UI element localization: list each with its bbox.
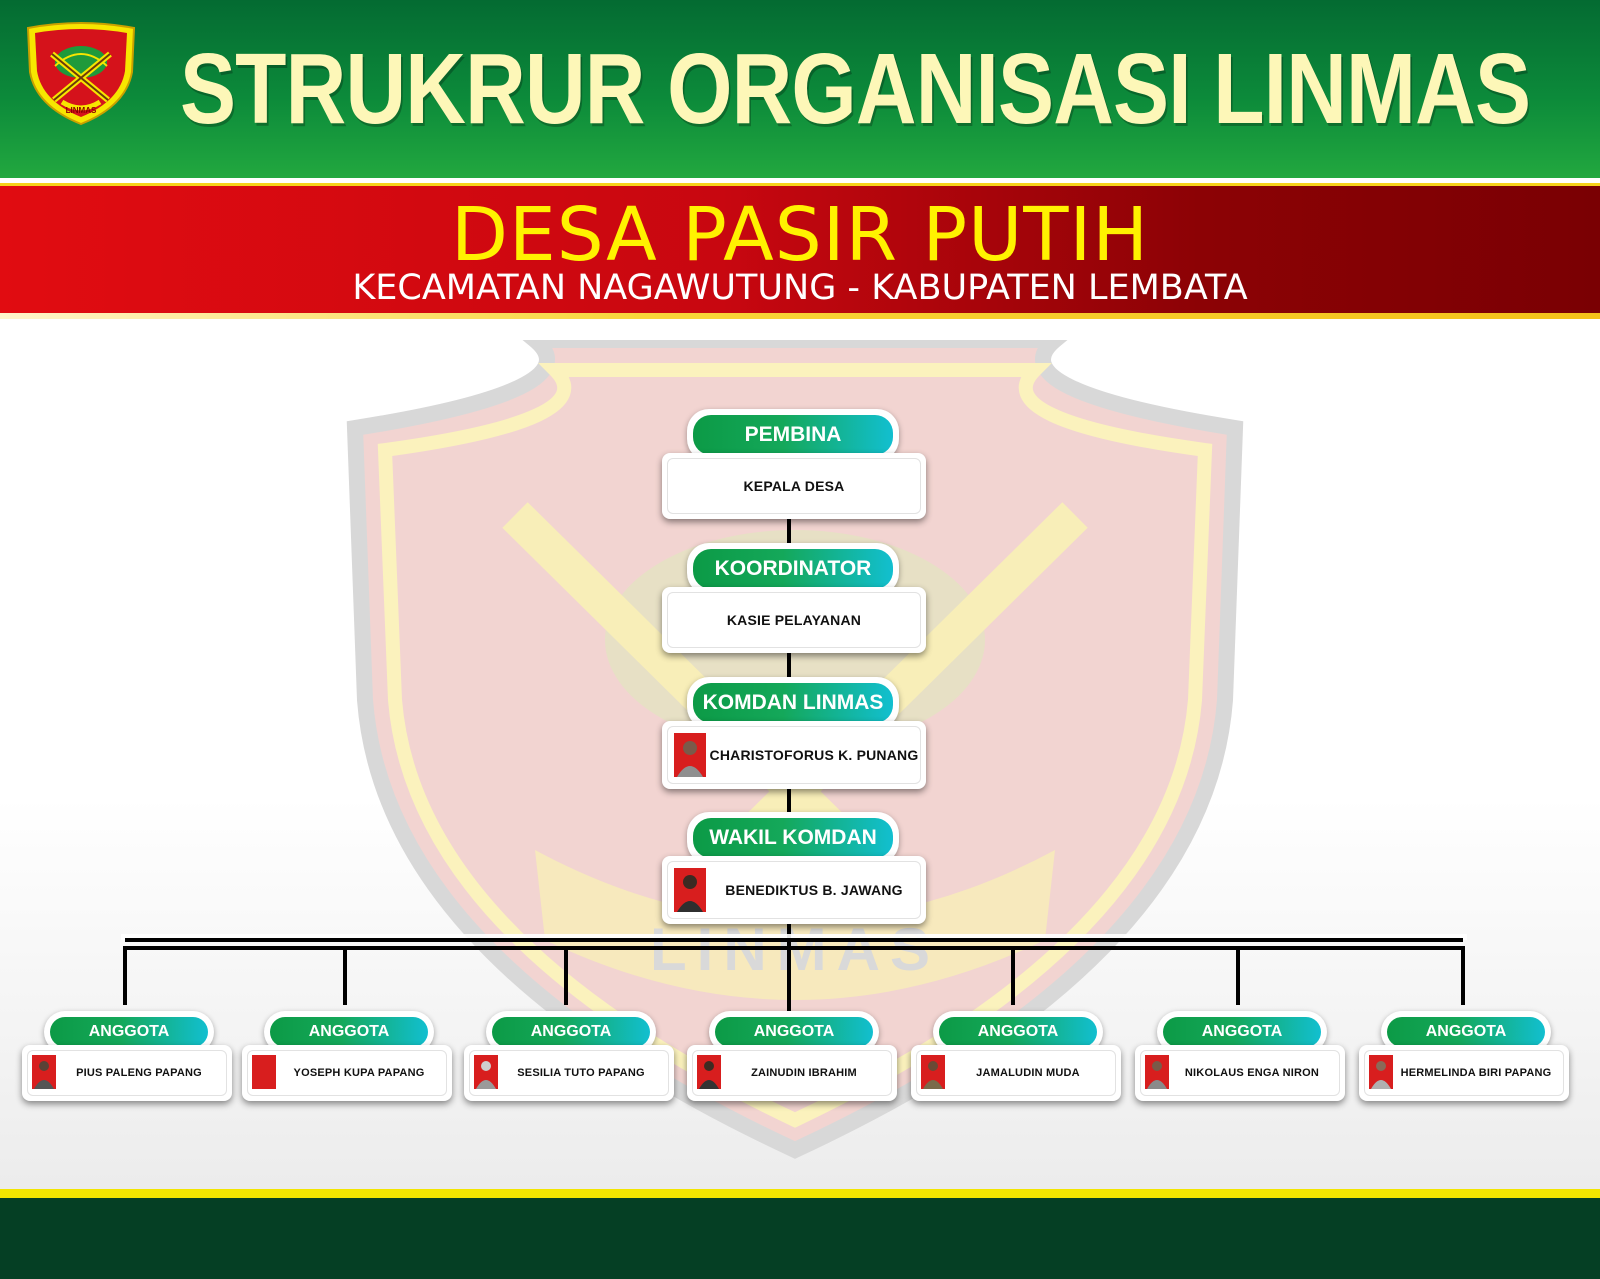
person-card: PIUS PALENG PAPANG	[22, 1045, 232, 1101]
person-photo	[921, 1055, 945, 1089]
person-name: YOSEPH KUPA PAPANG	[247, 1050, 447, 1096]
role-label: KOMDAN LINMAS	[693, 683, 893, 723]
person-name: BENEDIKTUS B. JAWANG	[667, 861, 921, 919]
role-label: ANGGOTA	[715, 1017, 873, 1047]
person-card: KEPALA DESA	[662, 453, 926, 519]
person-name: HERMELINDA BIRI PAPANG	[1364, 1050, 1564, 1096]
village-banner	[0, 183, 1600, 313]
person-card: CHARISTOFORUS K. PUNANG	[662, 721, 926, 789]
footer-stripe	[0, 1189, 1600, 1198]
role-label: ANGGOTA	[1163, 1017, 1321, 1047]
header-band	[0, 0, 1600, 178]
role-label: ANGGOTA	[939, 1017, 1097, 1047]
footer-band	[0, 1198, 1600, 1279]
person-name: NIKOLAUS ENGA NIRON	[1140, 1050, 1340, 1096]
role-tab: KOORDINATOR	[687, 543, 899, 595]
role-tab: WAKIL KOMDAN	[687, 812, 899, 864]
header-divider	[0, 178, 1600, 183]
person-card: SESILIA TUTO PAPANG	[464, 1045, 674, 1101]
person-photo	[697, 1055, 721, 1089]
person-card: BENEDIKTUS B. JAWANG	[662, 856, 926, 924]
person-photo	[674, 868, 706, 912]
linmas-logo-icon: LINMAS	[22, 20, 140, 128]
person-name: JAMALUDIN MUDA	[916, 1050, 1116, 1096]
person-card: ZAINUDIN IBRAHIM	[687, 1045, 897, 1101]
banner-divider	[0, 313, 1600, 319]
village-title: DESA PASIR PUTIH	[451, 192, 1149, 278]
person-card: NIKOLAUS ENGA NIRON	[1135, 1045, 1345, 1101]
svg-text:LINMAS: LINMAS	[66, 106, 97, 115]
role-label: KOORDINATOR	[693, 549, 893, 589]
person-name: SESILIA TUTO PAPANG	[469, 1050, 669, 1096]
person-photo	[674, 733, 706, 777]
person-name: PIUS PALENG PAPANG	[27, 1050, 227, 1096]
person-card: YOSEPH KUPA PAPANG	[242, 1045, 452, 1101]
person-name: CHARISTOFORUS K. PUNANG	[667, 726, 921, 784]
person-photo	[252, 1055, 276, 1089]
person-name: ZAINUDIN IBRAHIM	[692, 1050, 892, 1096]
role-label: ANGGOTA	[270, 1017, 428, 1047]
role-tab: PEMBINA	[687, 409, 899, 461]
role-label: ANGGOTA	[492, 1017, 650, 1047]
person-photo	[1145, 1055, 1169, 1089]
person-photo	[474, 1055, 498, 1089]
location-caption: KECAMATAN NAGAWUTUNG - KABUPATEN LEMBATA	[352, 268, 1248, 308]
person-photo	[1369, 1055, 1393, 1089]
person-photo	[32, 1055, 56, 1089]
role-label: ANGGOTA	[1387, 1017, 1545, 1047]
role-label: ANGGOTA	[50, 1017, 208, 1047]
role-label: PEMBINA	[693, 415, 893, 455]
person-name: KEPALA DESA	[667, 458, 921, 514]
role-label: WAKIL KOMDAN	[693, 818, 893, 858]
person-card: KASIE PELAYANAN	[662, 587, 926, 653]
person-card: HERMELINDA BIRI PAPANG	[1359, 1045, 1569, 1101]
role-tab: KOMDAN LINMAS	[687, 677, 899, 729]
person-name: KASIE PELAYANAN	[667, 592, 921, 648]
person-card: JAMALUDIN MUDA	[911, 1045, 1121, 1101]
